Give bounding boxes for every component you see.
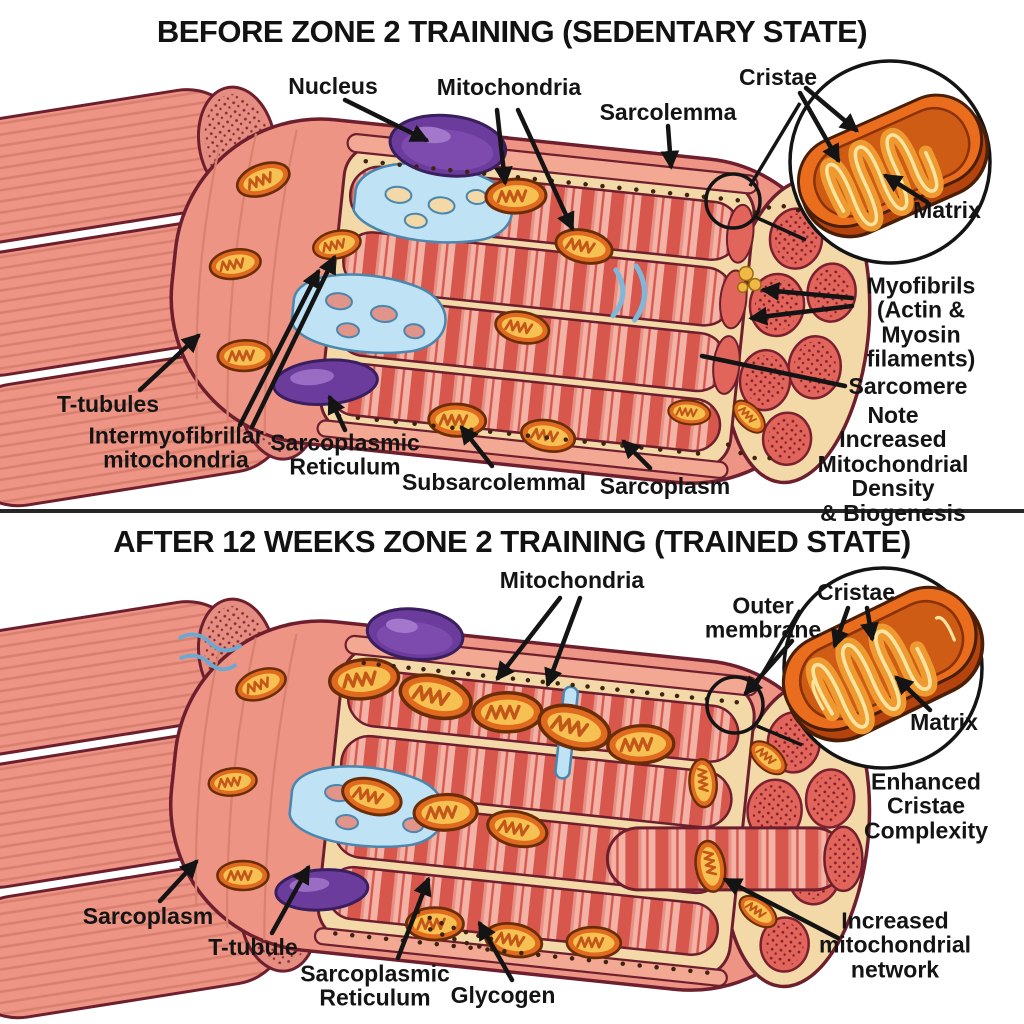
label-sarcoplasm-before: Sarcoplasm [599,472,731,499]
label-t-tubule: T-tubule [208,933,298,960]
label-cristae-after: Cristae [817,578,895,605]
sr-terminal-cisterna [272,358,379,406]
label-sarcomere: Sarcomere [848,372,968,399]
inset-mitochondrion [767,570,999,757]
label-matrix-after: Matrix [910,708,978,735]
inset-magnifier-before [704,59,1003,265]
label-sarcoplasmic-reticulum-after: Sarcoplasmic Reticulum [300,960,450,1011]
glycogen-dots [363,158,754,205]
panel-divider [0,509,1024,513]
panel-before-art [0,59,1003,516]
label-mitochondria-after: Mitochondria [499,566,645,593]
label-mitochondria-before: Mitochondria [436,73,582,100]
label-myofibrils: Myofibrils (Actin & Myosin filaments) [866,272,976,372]
note-increased-network: Increased mitochondrial network [818,907,972,983]
panel-after-art [0,568,1000,1024]
glycogen-granule-cluster [736,265,762,294]
inset-magnifier-after [705,568,1000,770]
label-intermyofibrillar-mitochondria: Intermyofibrillar mitochondria [88,422,264,473]
nucleus-shape [365,607,465,662]
panel-after-title: AFTER 12 WEEKS ZONE 2 TRAINING (TRAINED … [113,524,911,559]
label-t-tubules: T-tubules [56,390,160,417]
panel-before-title: BEFORE ZONE 2 TRAINING (SEDENTARY STATE) [156,14,868,49]
label-cristae-before: Cristae [739,63,817,90]
sarcoplasmic-reticulum-web [290,161,647,355]
glycogen-dots [336,413,718,458]
label-subsarcolemmal: Subsarcolemmal [401,468,587,495]
protruding-myofibril [605,825,864,893]
annotation-arrows-before [137,85,930,471]
label-sarcoplasm-after: Sarcoplasm [82,902,214,929]
muscle-fiber-after [168,607,872,992]
label-outer-membrane: Outer membrane [704,592,822,643]
label-sarcolemma: Sarcolemma [599,98,737,125]
annotation-arrows-after [157,595,933,983]
label-matrix-before: Matrix [913,196,981,223]
note-enhanced-cristae: Enhanced Cristae Complexity [864,768,988,844]
label-sarcoplasmic-reticulum-before: Sarcoplasmic Reticulum [270,429,420,480]
label-glycogen: Glycogen [450,981,556,1008]
label-nucleus: Nucleus [288,72,378,99]
note-increased-density: Note Increased Mitochondrial Density & B… [817,402,969,526]
